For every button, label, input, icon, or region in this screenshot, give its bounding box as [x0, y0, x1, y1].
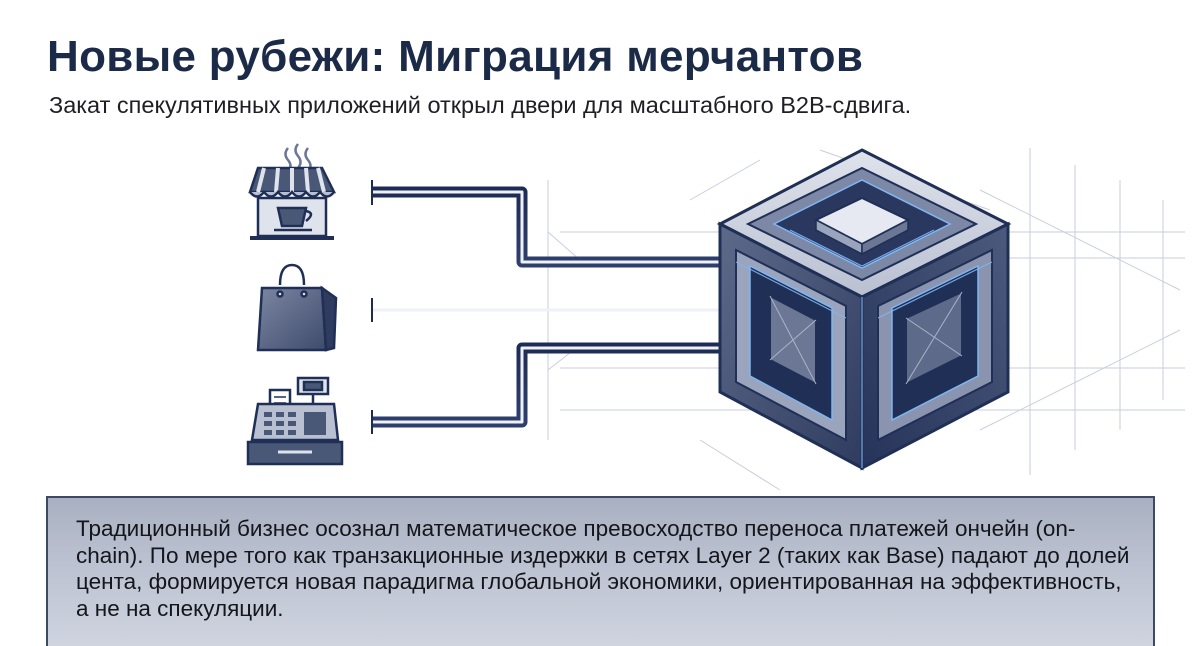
- pipe-bottom: [372, 342, 728, 428]
- summary-callout: Традиционный бизнес осознал математическ…: [46, 496, 1155, 646]
- slide-title: Новые рубежи: Миграция мерчантов: [47, 32, 864, 81]
- cash-register-icon: [246, 376, 344, 466]
- summary-callout-text: Традиционный бизнес осознал математическ…: [76, 516, 1130, 621]
- slide-subtitle: Закат спекулятивных приложений открыл дв…: [49, 92, 912, 118]
- payment-flow-pipes: [371, 180, 728, 434]
- blockchain-cube-icon: [716, 148, 1012, 471]
- cafe-storefront-icon: [248, 143, 337, 240]
- pipe-top: [372, 186, 728, 268]
- migration-illustration: [246, 143, 1185, 491]
- shopping-bag-icon: [256, 263, 338, 352]
